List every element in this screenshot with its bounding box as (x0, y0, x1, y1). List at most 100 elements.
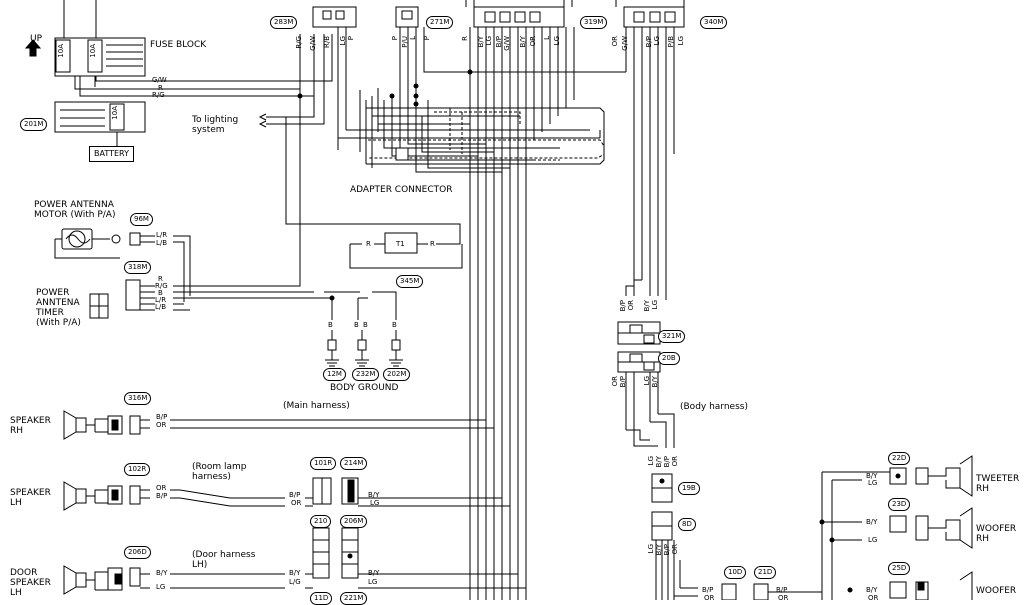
t1-r-left-label: R (366, 240, 371, 248)
adapter-connector-label: ADAPTER CONNECTOR (350, 185, 453, 195)
wire-gnd-b1: B (328, 321, 333, 329)
wire-timer-rg: R/G (155, 282, 168, 290)
wire-19b-4: OR (671, 456, 679, 467)
wire-101-or: OR (291, 499, 302, 507)
wire-21d-bp: B/P (776, 586, 788, 594)
wire-timer-lb: L/B (155, 303, 167, 311)
door-speaker (63, 527, 526, 595)
wire-321-2: OR (627, 300, 635, 311)
wire-21d-or: OR (778, 594, 789, 602)
woofer-label: WOOFER (976, 586, 1017, 596)
connector-210: 210 (310, 515, 332, 528)
wire-340-5: P/B (667, 36, 675, 48)
wire-timer-lr: L/R (155, 296, 167, 304)
wire-206-lg: LG (368, 578, 378, 586)
body-ground-label: BODY GROUND (330, 383, 399, 393)
connector-96m: 96M (130, 213, 153, 226)
connector-20b: 20B (658, 352, 680, 365)
body-harness-label: (Body harness) (680, 402, 748, 412)
wire-321-4: LG (651, 300, 659, 310)
connector-316m: 316M (124, 392, 152, 405)
connector-232m: 232M (352, 368, 380, 381)
wire-19b-2: B/Y (655, 456, 663, 468)
connector-221m: 221M (340, 592, 368, 605)
wire-fuse-r: R (158, 84, 163, 92)
connector-23d: 23D (888, 498, 911, 511)
wire-321-3: B/Y (643, 300, 651, 312)
connector-271m: 271M (426, 16, 454, 29)
wire-motor-lb: L/B (156, 239, 168, 247)
connector-8d: 8D (678, 518, 696, 531)
wire-wf2-by: B/Y (866, 586, 878, 594)
wire-spklh-or: OR (156, 484, 167, 492)
to-lighting-label: To lighting system (192, 115, 239, 135)
fuse-2-label: 10A (89, 44, 97, 58)
connector-10d: 10D (724, 566, 747, 579)
fuse-3-label: 10A (111, 106, 119, 120)
connector-214m: 214M (340, 457, 368, 470)
wire-101-bp: B/P (289, 491, 301, 499)
wire-283-2: G/W (309, 36, 317, 51)
wire-8d-1: LG (647, 544, 655, 554)
speaker-lh (63, 477, 510, 511)
wire-wf-by: B/Y (866, 518, 878, 526)
wire-20b-1: OR (611, 376, 619, 387)
room-lamp-harness-label: (Room lamp harness) (192, 462, 247, 482)
wire-spkrh-or: OR (156, 421, 167, 429)
connector-22d: 22D (888, 452, 911, 465)
connector-202m: 202M (383, 368, 411, 381)
wire-340-1: OR (611, 36, 619, 47)
wire-8d-4: OR (671, 544, 679, 555)
wire-motor-lr: L/R (156, 231, 168, 239)
woofer-tweeter (665, 162, 973, 600)
wire-271-2: P/U (401, 36, 409, 48)
fuse-block-wires (74, 34, 333, 287)
speaker-lh-label: SPEAKER LH (10, 488, 51, 508)
wire-door-lg: LG (156, 583, 166, 591)
connector-21d: 21D (754, 566, 777, 579)
connector-321m: 321M (658, 330, 686, 343)
connector-318m: 318M (124, 261, 152, 274)
wire-214-by: B/Y (368, 491, 380, 499)
up-label: UP (30, 34, 43, 44)
wire-gnd-b2: B (354, 321, 359, 329)
wire-319-3: LG (485, 36, 493, 46)
body-ground (325, 330, 403, 367)
door-speaker-label: DOOR SPEAKER LH (10, 568, 51, 598)
wire-210-lg: L/G (289, 578, 301, 586)
wire-283-3: R/B (323, 36, 331, 49)
wire-tw-by: B/Y (866, 472, 878, 480)
wire-fuse-rg: R/G (152, 91, 165, 99)
wire-271-3: L (409, 36, 417, 40)
wire-319-5: G/W (503, 36, 511, 51)
wire-gnd-b3: B (363, 321, 368, 329)
wire-283-4: LG (339, 36, 347, 46)
wire-8d-2: B/Y (655, 544, 663, 556)
adapter-loops (337, 88, 605, 173)
wire-20b-3: LG (643, 376, 651, 386)
wire-340-2: G/W (621, 36, 629, 51)
power-antenna-motor-label: POWER ANTENNA MOTOR (With P/A) (34, 200, 116, 220)
power-antenna-timer-label: POWER ANNTENA TIMER (With P/A) (36, 288, 81, 328)
wire-20b-2: B/P (619, 376, 627, 388)
wire-283-1: R/G (295, 36, 303, 49)
wire-340-6: LG (677, 36, 685, 46)
wire-319-8: L (543, 36, 551, 40)
connector-11d: 11D (310, 592, 333, 605)
wire-319-9: LG (553, 36, 561, 46)
connector-25d: 25D (888, 562, 911, 575)
wire-210-by: B/Y (289, 569, 301, 577)
wire-10d-bp: B/P (702, 586, 714, 594)
wire-319-2: B/Y (477, 36, 485, 48)
wire-206-by: B/Y (368, 569, 380, 577)
wire-340-4: LG (653, 36, 661, 46)
fuse-block (24, 0, 146, 146)
wire-19b-1: LG (647, 456, 655, 466)
wire-319-6: B/Y (519, 36, 527, 48)
wire-tw-lg: LG (868, 479, 878, 487)
connector-345m: 345M (396, 275, 424, 288)
wire-fuse-gw: G/W (152, 76, 167, 84)
wire-340-3: B/P (645, 36, 653, 48)
fuse-1-label: 10A (57, 44, 65, 58)
